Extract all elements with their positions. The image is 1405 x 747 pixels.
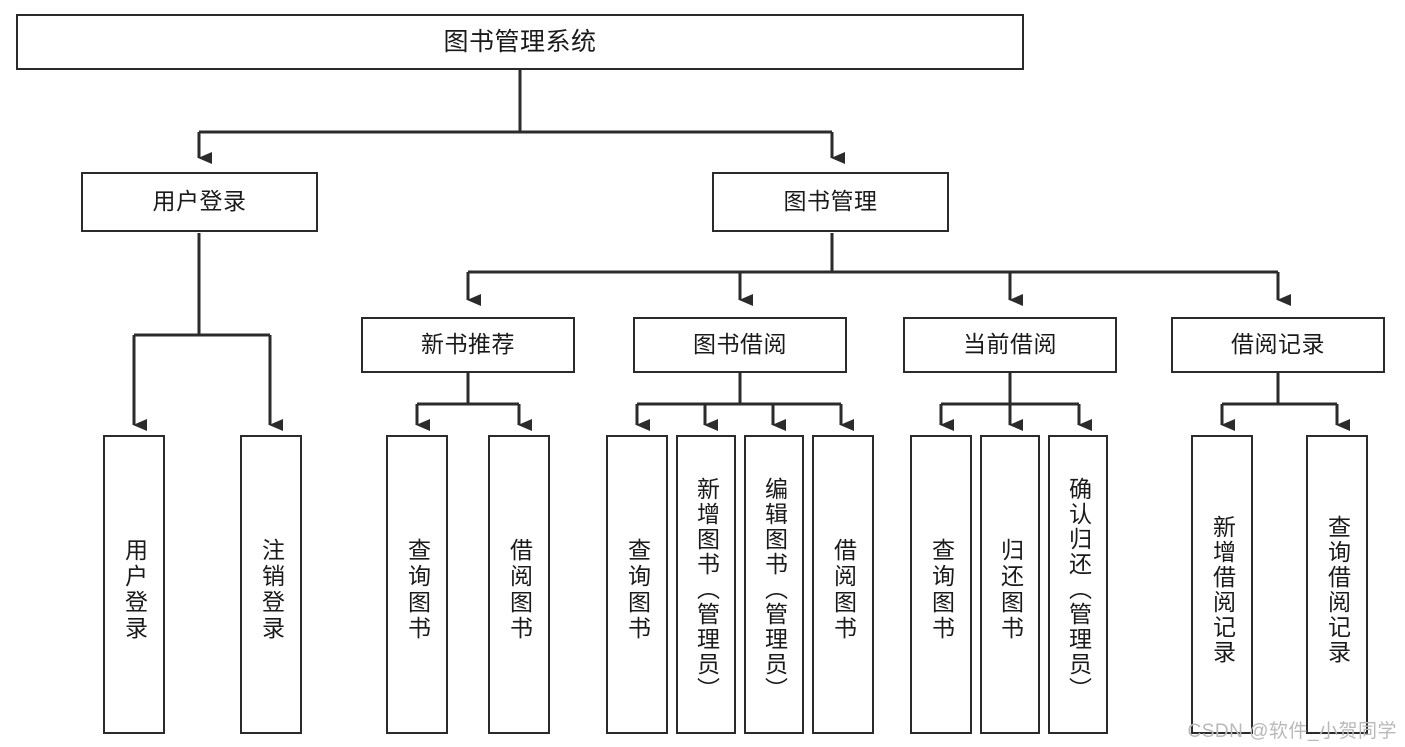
node-current-borrow[interactable]: 当前借阅 <box>903 317 1117 373</box>
leaf-borrow-record-add-record[interactable]: 新增借阅记录 <box>1191 435 1253 734</box>
node-label: 借阅图书 <box>506 537 533 642</box>
leaf-current-borrow-query-book[interactable]: 查询图书 <box>910 435 972 734</box>
node-label: 借阅记录 <box>1231 331 1325 358</box>
node-label: 编辑图书（管理员） <box>761 477 788 702</box>
leaf-new-book-query-book[interactable]: 查询图书 <box>386 435 448 734</box>
leaf-current-borrow-confirm-return-admin[interactable]: 确认归还（管理员） <box>1048 435 1108 734</box>
node-label: 查询借阅记录 <box>1324 514 1351 665</box>
node-label: 当前借阅 <box>963 331 1057 358</box>
leaf-borrow-record-query-record[interactable]: 查询借阅记录 <box>1306 435 1368 734</box>
node-root-book-management-system[interactable]: 图书管理系统 <box>16 14 1024 70</box>
leaf-new-book-borrow-book[interactable]: 借阅图书 <box>488 435 550 734</box>
node-user-login[interactable]: 用户登录 <box>81 172 318 232</box>
node-label: 新增图书（管理员） <box>693 477 720 702</box>
node-book-management[interactable]: 图书管理 <box>712 172 949 232</box>
node-label: 注销登录 <box>258 537 285 642</box>
node-label: 图书借阅 <box>693 331 787 358</box>
node-label: 用户登录 <box>152 188 247 215</box>
node-label: 确认归还（管理员） <box>1065 477 1092 702</box>
leaf-book-borrow-query-book[interactable]: 查询图书 <box>606 435 668 734</box>
node-label: 借阅图书 <box>830 537 857 642</box>
node-new-book-recommend[interactable]: 新书推荐 <box>361 317 575 373</box>
leaf-book-borrow-add-book-admin[interactable]: 新增图书（管理员） <box>676 435 736 734</box>
leaf-book-borrow-borrow-book[interactable]: 借阅图书 <box>812 435 874 734</box>
node-label: 用户登录 <box>121 537 148 642</box>
node-label: 查询图书 <box>928 537 955 642</box>
node-label: 新书推荐 <box>421 331 515 358</box>
node-label: 查询图书 <box>404 537 431 642</box>
node-borrow-record[interactable]: 借阅记录 <box>1171 317 1385 373</box>
leaf-current-borrow-return-book[interactable]: 归还图书 <box>980 435 1040 734</box>
node-label: 归还图书 <box>997 537 1024 642</box>
leaf-user-login-login[interactable]: 用户登录 <box>103 435 165 734</box>
node-book-borrow[interactable]: 图书借阅 <box>633 317 847 373</box>
leaf-book-borrow-edit-book-admin[interactable]: 编辑图书（管理员） <box>744 435 804 734</box>
node-label: 图书管理系统 <box>443 28 597 56</box>
watermark-text: CSDN @软件_小贺同学 <box>1187 721 1397 742</box>
leaf-user-login-logout[interactable]: 注销登录 <box>240 435 302 734</box>
node-label: 图书管理 <box>783 188 878 215</box>
node-label: 查询图书 <box>624 537 651 642</box>
node-label: 新增借阅记录 <box>1209 514 1236 665</box>
